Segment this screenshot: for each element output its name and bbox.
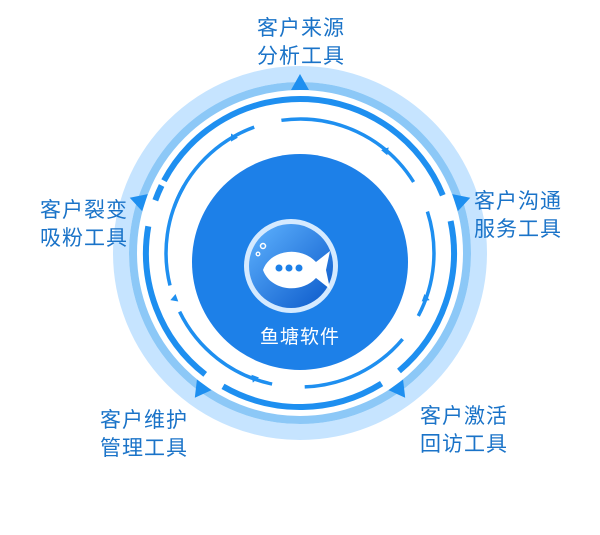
inner-ring-arc [416,211,436,317]
flow-marker [129,194,148,212]
inner-ring-arc [281,117,416,183]
main-ring-arc [397,220,457,374]
flow-marker [388,379,406,398]
flow-marker [452,194,471,212]
main-ring-arc [152,184,165,202]
tool-label-acquisition-fission: 客户裂变 吸粉工具 [40,198,128,250]
tool-label-source-analysis: 客户来源 分析工具 [257,16,345,68]
tool-label-communication-service: 客户沟通 服务工具 [474,189,562,241]
inner-marker [251,374,259,383]
inner-ring-arc [164,185,186,286]
inner-marker [421,294,430,302]
inner-marker [381,147,389,156]
inner-marker [231,133,238,142]
tool-label-maintenance-management: 客户维护 管理工具 [100,408,188,460]
inner-ring-arc [178,310,273,386]
main-ring-arc [221,381,384,410]
center-title: 鱼塘软件 [259,326,340,348]
main-ring-arc [161,95,446,197]
ring-arcs [142,95,457,410]
main-ring-arc [142,225,208,377]
tool-label-activation-revisit: 客户激活 回访工具 [420,404,508,456]
fish-logo-icon [244,219,338,313]
flow-marker [291,74,309,90]
ring-markers [129,74,471,398]
inner-marker [170,294,179,302]
flow-marker [194,379,212,398]
inner-ring-arc [304,337,404,389]
